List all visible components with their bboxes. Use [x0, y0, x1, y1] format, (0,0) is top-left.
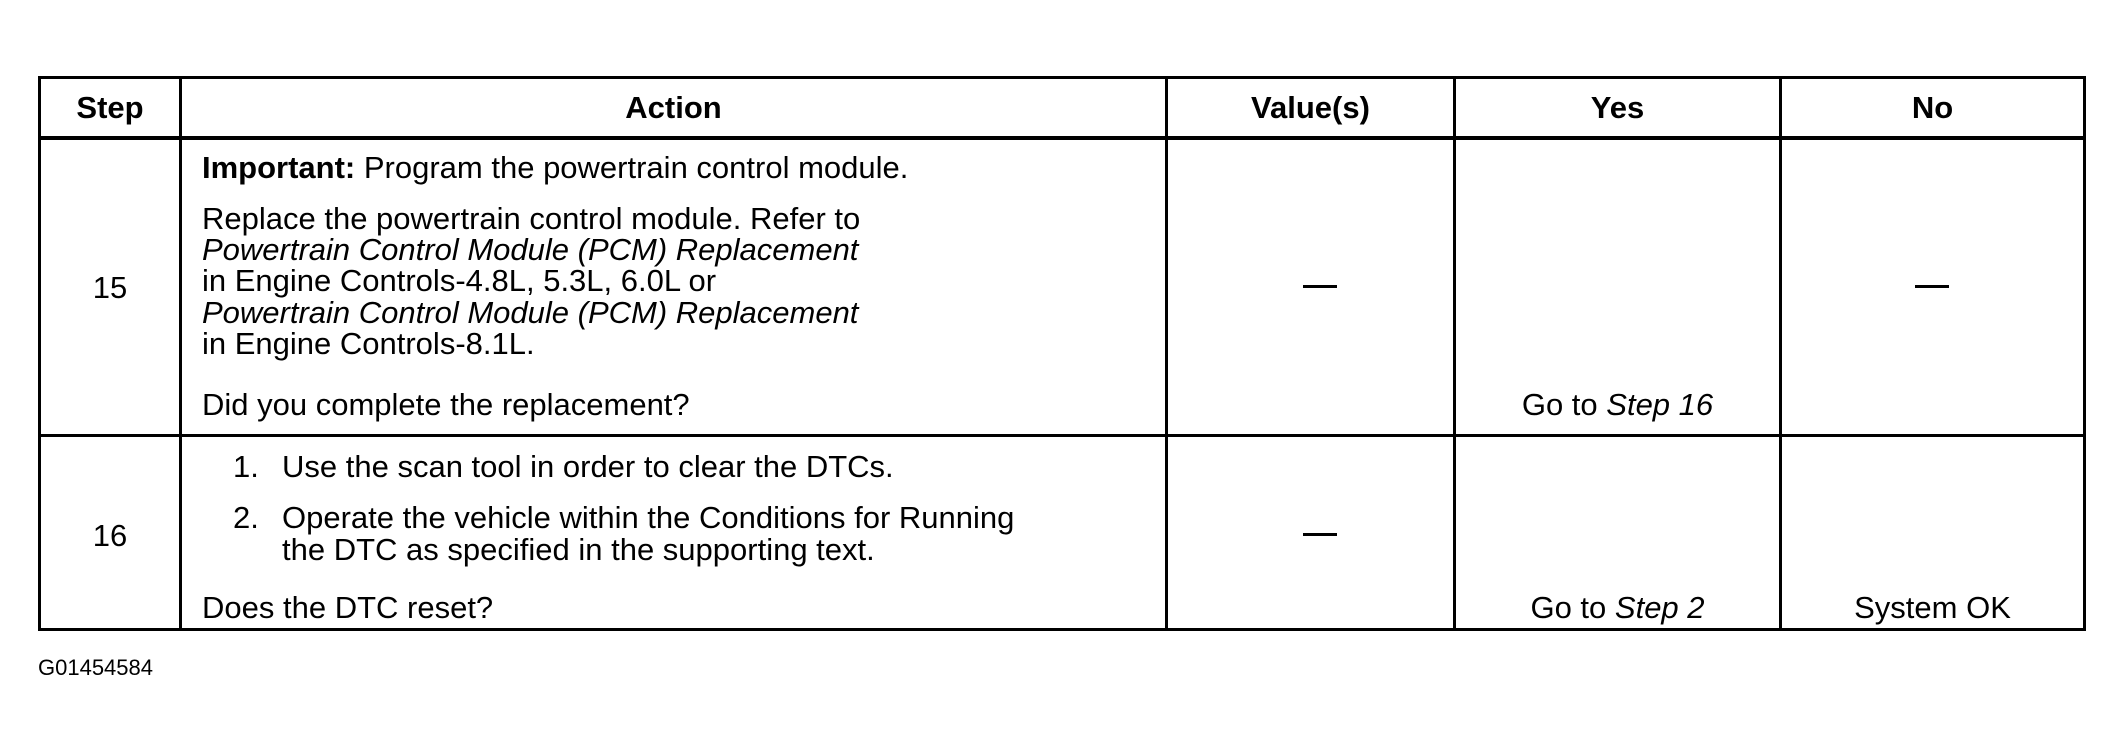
- yes-prefix: Go to: [1530, 590, 1615, 625]
- list-number: 2.: [233, 500, 259, 535]
- important-text: Program the powertrain control module.: [355, 150, 909, 185]
- step-number: 15: [92, 270, 128, 305]
- yes-result: Go to Step 16: [1456, 389, 1779, 420]
- list-item-text: Operate the vehicle within the Condition…: [282, 500, 1015, 535]
- header-values: Value(s): [1251, 89, 1370, 125]
- step-number: 16: [92, 518, 128, 553]
- row-divider: [41, 434, 2083, 437]
- yes-prefix: Go to: [1521, 387, 1607, 422]
- step-question: Did you complete the replacement?: [202, 387, 690, 422]
- yes-step-link: Step 16: [1606, 387, 1714, 422]
- header-yes: Yes: [1590, 89, 1645, 125]
- yes-step-link: Step 2: [1614, 590, 1705, 625]
- diagnostic-table: Step Action Value(s) Yes No 15 Important…: [38, 76, 2086, 631]
- column-divider: [1165, 79, 1168, 628]
- list-number: 1.: [233, 449, 259, 484]
- important-label: Important:: [202, 150, 356, 185]
- header-step: Step: [76, 89, 144, 125]
- header-divider: [41, 136, 2083, 140]
- column-divider: [179, 79, 182, 628]
- procedure-reference: Powertrain Control Module (PCM) Replacem…: [202, 295, 859, 330]
- list-item-text: Use the scan tool in order to clear the …: [282, 449, 894, 484]
- step-question: Does the DTC reset?: [202, 590, 494, 625]
- value-dash: [1303, 285, 1337, 288]
- no-dash: [1915, 285, 1949, 288]
- header-action: Action: [625, 89, 722, 125]
- replace-instruction: in Engine Controls-4.8L, 5.3L, 6.0L or: [202, 263, 717, 298]
- important-note: Important: Program the powertrain contro…: [202, 152, 908, 183]
- figure-id: G01454584: [38, 655, 153, 680]
- replace-instruction: in Engine Controls-8.1L.: [202, 326, 535, 361]
- list-item-text: the DTC as specified in the supporting t…: [282, 532, 875, 567]
- yes-result: Go to Step 2: [1456, 592, 1779, 623]
- column-divider: [1779, 79, 1782, 628]
- value-dash: [1303, 533, 1337, 536]
- procedure-reference: Powertrain Control Module (PCM) Replacem…: [202, 232, 859, 267]
- column-divider: [1453, 79, 1456, 628]
- header-no: No: [1911, 89, 1954, 125]
- no-result: System OK: [1854, 590, 2011, 625]
- replace-instruction: Replace the powertrain control module. R…: [202, 201, 861, 236]
